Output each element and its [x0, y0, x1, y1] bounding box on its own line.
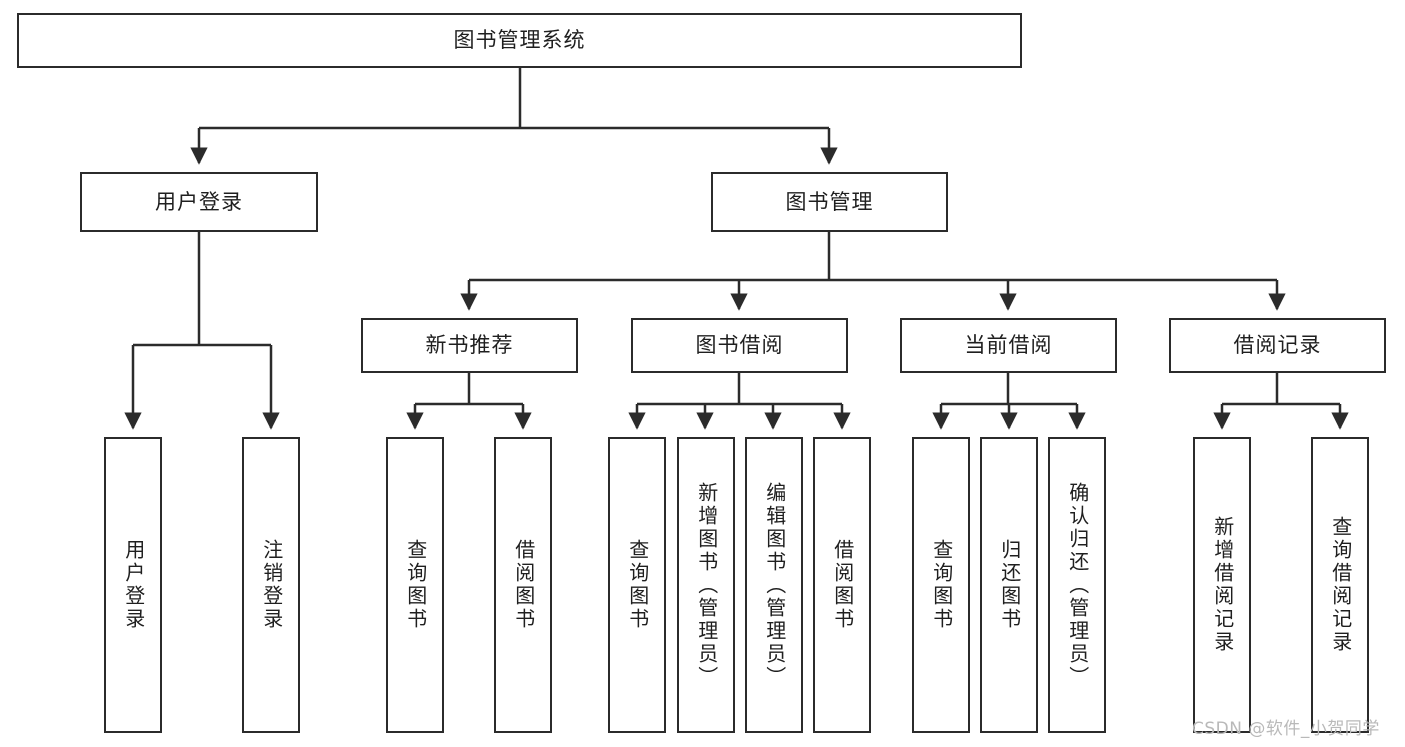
leaf-current-borrow-return-book[interactable]: 归还图书 — [980, 437, 1038, 733]
node-book-borrow[interactable]: 图书借阅 — [631, 318, 848, 373]
leaf-book-borrow-edit-book-admin[interactable]: 编辑图书（管理员） — [745, 437, 803, 733]
leaf-book-borrow-query-book[interactable]: 查询图书 — [608, 437, 666, 733]
leaf-new-book-borrow-book[interactable]: 借阅图书 — [494, 437, 552, 733]
node-book-management[interactable]: 图书管理 — [711, 172, 948, 232]
leaf-label: 确认归还（管理员） — [1065, 481, 1090, 689]
leaf-book-borrow-borrow-book[interactable]: 借阅图书 — [813, 437, 871, 733]
node-current-borrow-label: 当前借阅 — [964, 333, 1053, 358]
leaf-label: 归还图书 — [997, 539, 1022, 631]
node-borrow-record-label: 借阅记录 — [1233, 333, 1322, 358]
leaf-book-borrow-add-book-admin[interactable]: 新增图书（管理员） — [677, 437, 735, 733]
leaf-label: 查询借阅记录 — [1328, 516, 1353, 654]
node-book-management-label: 图书管理 — [785, 189, 874, 214]
leaf-label: 用户登录 — [121, 539, 146, 631]
leaf-label: 借阅图书 — [511, 539, 536, 631]
node-user-login[interactable]: 用户登录 — [80, 172, 318, 232]
watermark: CSDN @软件_小贺同学 — [1192, 719, 1380, 739]
leaf-label: 借阅图书 — [830, 539, 855, 631]
leaf-borrow-record-query-record[interactable]: 查询借阅记录 — [1311, 437, 1369, 733]
leaf-label: 新增借阅记录 — [1210, 516, 1235, 654]
leaf-new-book-query-book[interactable]: 查询图书 — [386, 437, 444, 733]
node-user-login-label: 用户登录 — [155, 189, 243, 214]
node-borrow-record[interactable]: 借阅记录 — [1169, 318, 1386, 373]
node-book-borrow-label: 图书借阅 — [695, 333, 784, 358]
leaf-user-login-login[interactable]: 用户登录 — [104, 437, 162, 733]
node-new-book-recommend-label: 新书推荐 — [425, 333, 514, 358]
leaf-label: 编辑图书（管理员） — [762, 481, 787, 689]
node-root-label: 图书管理系统 — [453, 28, 586, 53]
leaf-user-login-logout[interactable]: 注销登录 — [242, 437, 300, 733]
leaf-borrow-record-add-record[interactable]: 新增借阅记录 — [1193, 437, 1251, 733]
node-root[interactable]: 图书管理系统 — [17, 13, 1022, 68]
leaf-label: 查询图书 — [625, 539, 650, 631]
leaf-label: 查询图书 — [403, 539, 428, 631]
leaf-current-borrow-query-book[interactable]: 查询图书 — [912, 437, 970, 733]
node-new-book-recommend[interactable]: 新书推荐 — [361, 318, 578, 373]
leaf-label: 注销登录 — [259, 539, 284, 631]
node-current-borrow[interactable]: 当前借阅 — [900, 318, 1117, 373]
leaf-label: 新增图书（管理员） — [694, 481, 719, 689]
leaf-label: 查询图书 — [929, 539, 954, 631]
leaf-current-borrow-confirm-return-admin[interactable]: 确认归还（管理员） — [1048, 437, 1106, 733]
